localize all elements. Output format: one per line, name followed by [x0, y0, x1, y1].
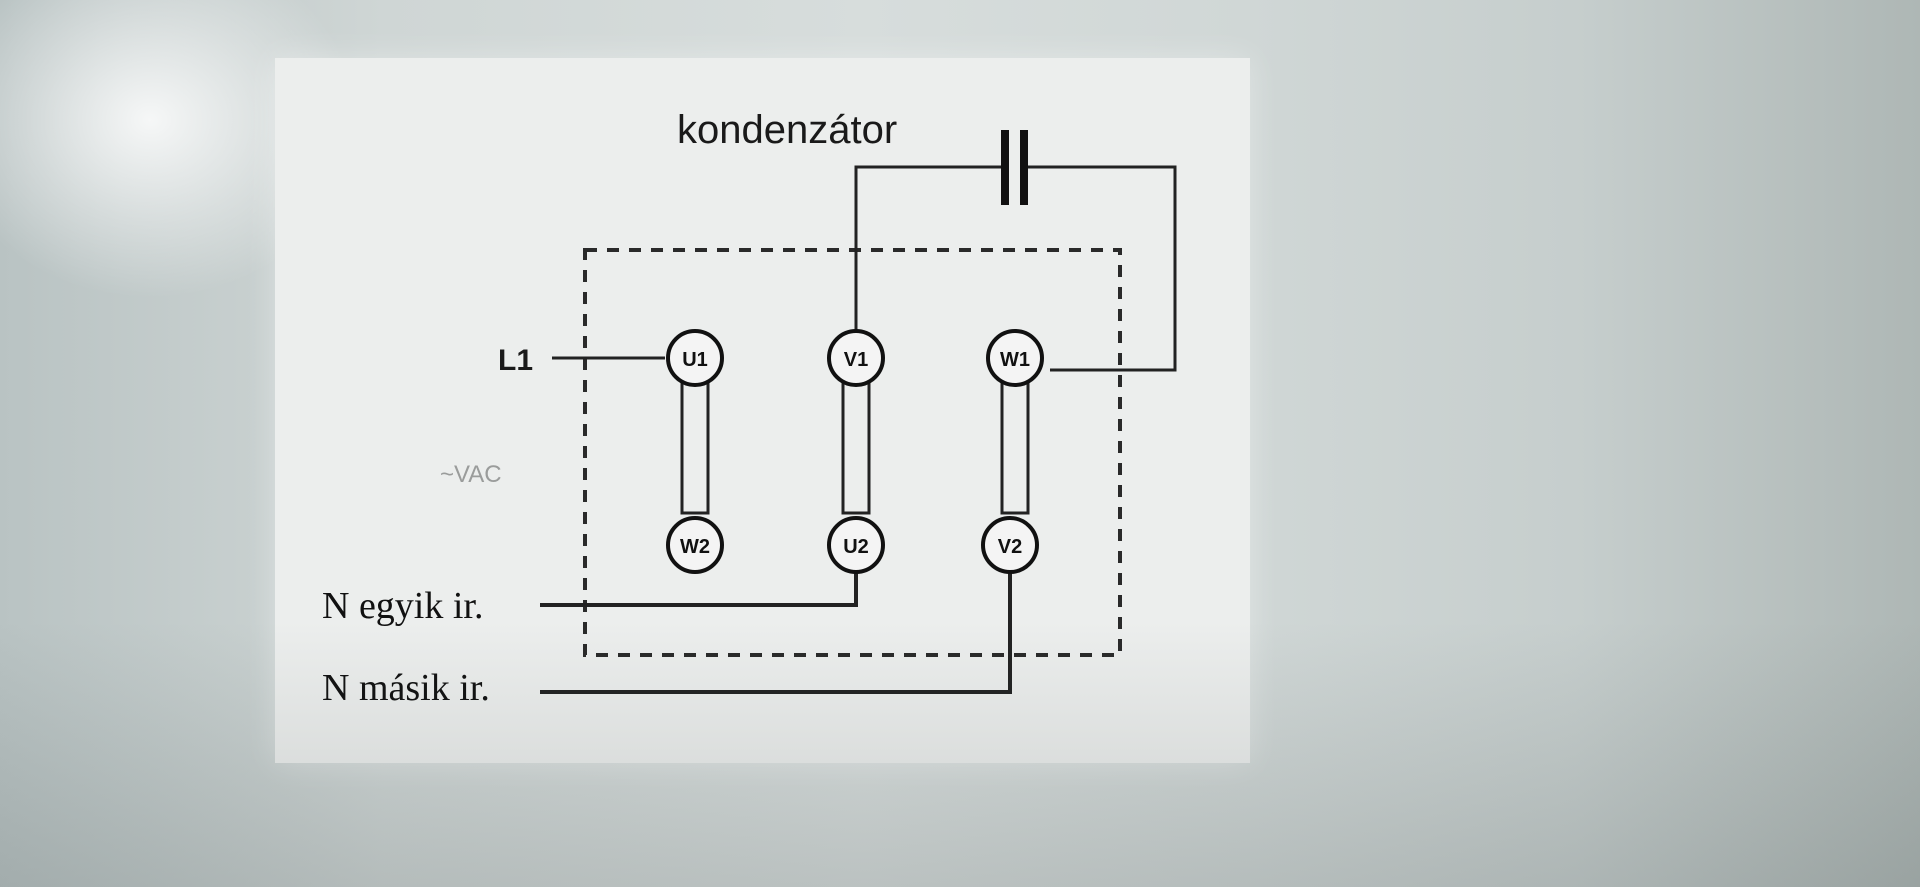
capacitor-label: kondenzátor — [677, 108, 897, 152]
terminal-w2-label: W2 — [680, 536, 710, 558]
terminal-v1: V1 — [827, 329, 885, 387]
capacitor-wire-right — [1026, 165, 1177, 372]
neutral-other-dir-label: N másik ir. — [322, 667, 490, 709]
terminal-u2: U2 — [827, 516, 885, 574]
link-bar-v1-u2 — [841, 381, 871, 515]
link-bar-u1-w2 — [680, 381, 710, 515]
neutral-other-dir-wire — [540, 570, 1012, 694]
neutral-one-dir-wire — [540, 570, 858, 607]
terminal-u2-label: U2 — [843, 536, 869, 558]
capacitor-wire-left — [854, 165, 1002, 345]
terminal-w2: W2 — [666, 516, 724, 574]
l1-label: L1 — [498, 344, 533, 377]
diagram-sheet — [275, 58, 1250, 763]
terminal-v1-label: V1 — [844, 349, 868, 371]
terminal-w1: W1 — [986, 329, 1044, 387]
terminal-v2-label: V2 — [998, 536, 1022, 558]
voltage-label: ~VAC — [440, 461, 502, 488]
link-bar-w1-v2 — [1000, 381, 1030, 515]
terminal-box-outline — [583, 248, 1122, 657]
neutral-one-dir-label: N egyik ir. — [322, 585, 483, 627]
terminal-w1-label: W1 — [1000, 349, 1030, 371]
terminal-v2: V2 — [981, 516, 1039, 574]
terminal-u1-label: U1 — [682, 349, 708, 371]
terminal-u1: U1 — [666, 329, 724, 387]
